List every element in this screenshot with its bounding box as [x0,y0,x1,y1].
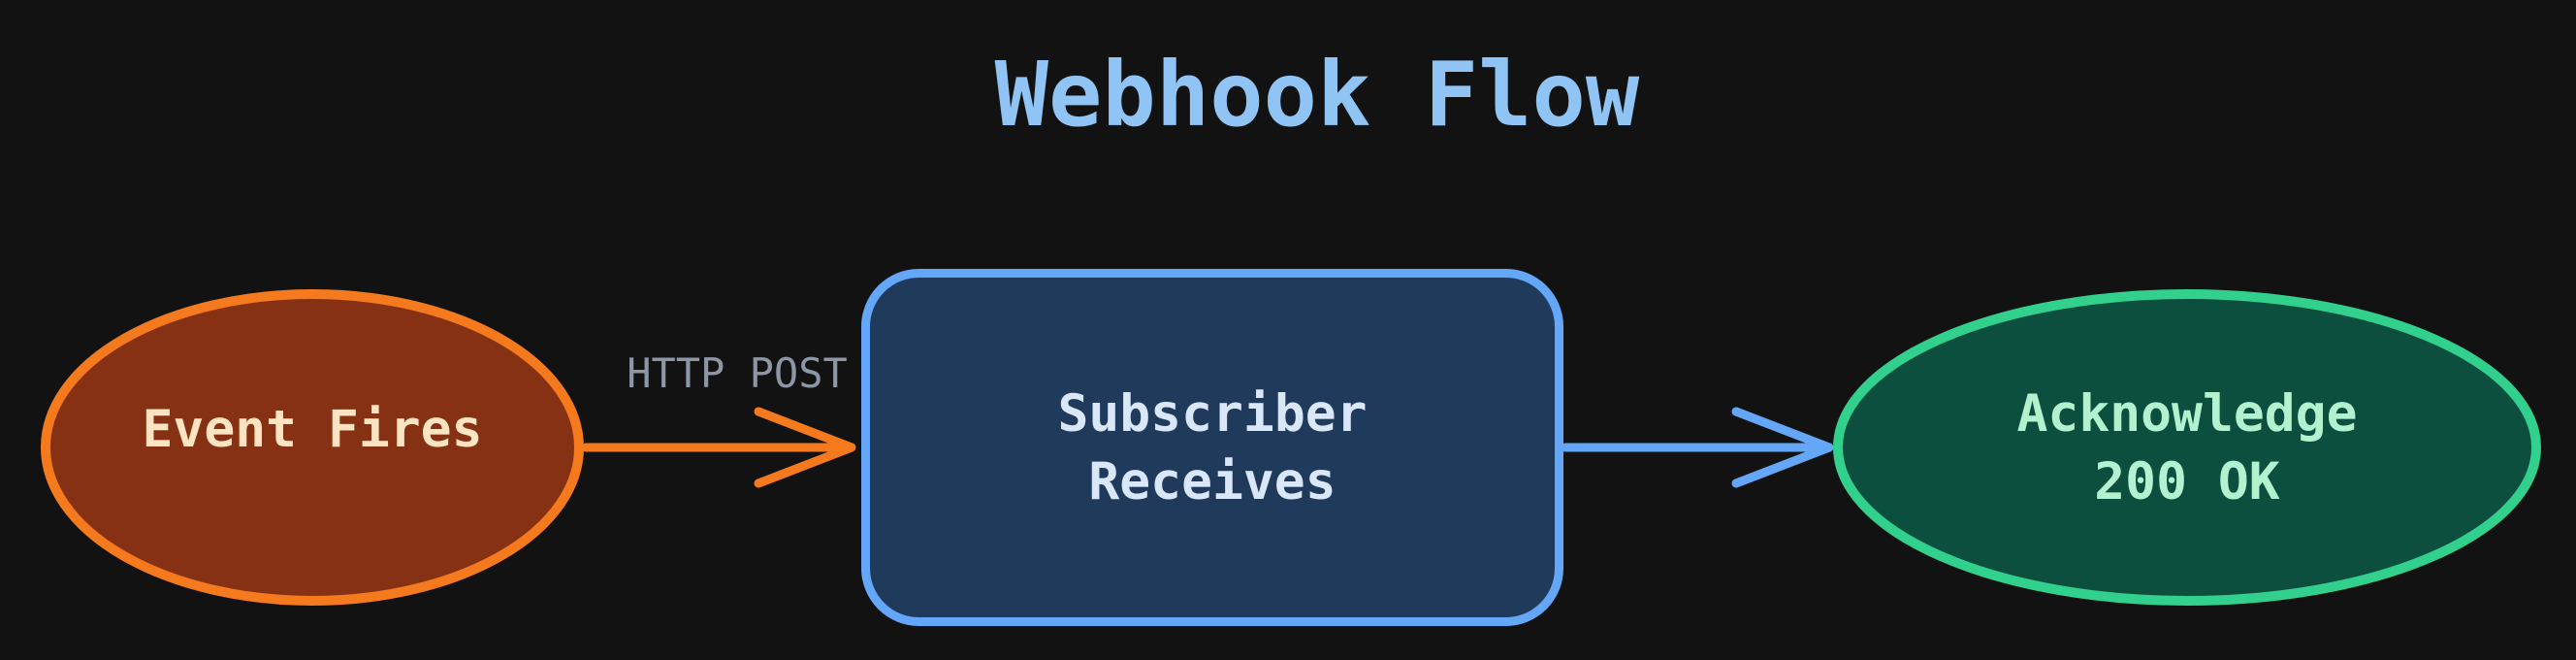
subscriber-receives-node-shape [861,269,1563,626]
edge-subscriber-to-acknowledge [1561,407,1834,488]
subscriber-receives-node-label: Subscriber Receives [1057,384,1368,512]
event-fires-node-label: Event Fires [142,400,483,459]
http-post-edge-label: HTTP POST [627,349,848,397]
arrowhead-icon [1731,407,1834,488]
event-fires-node-shape [41,289,584,606]
acknowledge-node-shape [1833,289,2541,606]
arrowhead-icon [754,407,856,488]
edge-event-to-subscriber [581,407,856,488]
acknowledge-node-label: Acknowledge 200 OK [2016,384,2358,512]
diagram-title: Webhook Flow [994,43,1640,147]
